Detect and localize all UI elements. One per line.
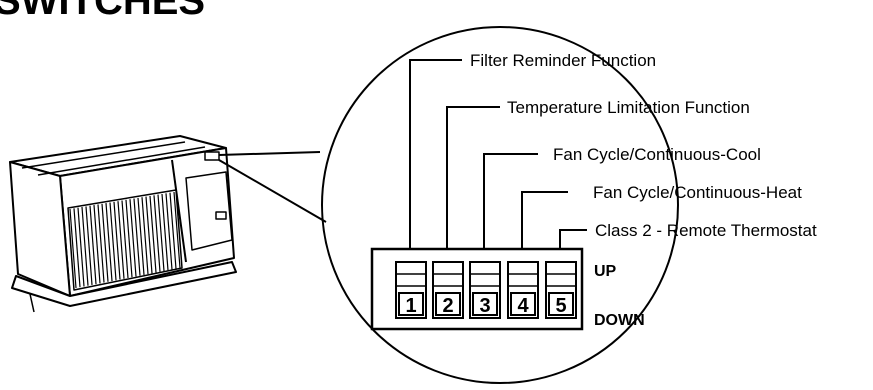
dip-switch-actuator: [510, 292, 536, 316]
label-filter-reminder: Filter Reminder Function: [470, 51, 656, 70]
dip-switch-actuator: [398, 292, 424, 316]
label-fan-cycle-cool: Fan Cycle/Continuous-Cool: [553, 145, 761, 164]
grille-slat: [141, 197, 149, 275]
dip-switch-number: 3: [479, 295, 490, 317]
grille-slat: [89, 205, 97, 285]
grille-slat: [81, 206, 89, 286]
label-up: UP: [594, 263, 617, 280]
grille-slat: [73, 208, 81, 288]
grille-slat: [117, 201, 125, 279]
dip-switch-4[interactable]: 4: [507, 261, 539, 319]
grille-slat: [137, 197, 145, 275]
grille-slat: [105, 203, 113, 282]
grille-slat: [165, 193, 173, 270]
grille-slat: [101, 203, 109, 282]
grille-slat: [97, 204, 105, 283]
dip-switch-2[interactable]: 2: [432, 261, 464, 319]
grille-slat: [133, 198, 141, 276]
label-remote-thermostat: Class 2 - Remote Thermostat: [595, 221, 817, 240]
dip-switch-number: 5: [555, 295, 566, 317]
dip-switch-1[interactable]: 1: [395, 261, 427, 319]
magnifier-leaders: [218, 151, 327, 223]
ac-unit-grille: [69, 191, 181, 289]
grille-slat: [173, 191, 181, 269]
grille-slat: [77, 207, 85, 287]
grille-slat: [109, 202, 117, 281]
label-fan-cycle-heat: Fan Cycle/Continuous-Heat: [593, 183, 802, 202]
label-temperature-limitation: Temperature Limitation Function: [507, 98, 750, 117]
magnifier-circle: [321, 26, 679, 384]
dip-switch-3[interactable]: 3: [469, 261, 501, 319]
dip-switch-actuator: [435, 292, 461, 316]
dip-switch-5[interactable]: 5: [545, 261, 577, 319]
page-title: SWITCHES: [0, 0, 205, 23]
grille-slat: [169, 192, 177, 269]
grille-slat: [149, 195, 157, 273]
grille-slat: [125, 199, 133, 278]
grille-slat: [85, 206, 93, 285]
dip-switch-actuator: [472, 292, 498, 316]
grille-slat: [113, 201, 121, 280]
grille-slat: [145, 196, 153, 274]
grille-slat: [129, 199, 137, 277]
dip-switch-actuator: [548, 292, 574, 316]
ac-unit-illustration: [9, 135, 237, 313]
grille-slat: [93, 205, 101, 284]
grille-slat: [161, 193, 169, 271]
dip-switch-number: 4: [517, 295, 529, 317]
grille-slat: [69, 208, 77, 289]
grille-slat: [157, 194, 165, 272]
callout-leaders: [409, 59, 587, 249]
dip-switch-number: 2: [442, 295, 453, 317]
dip-switch-number: 1: [405, 295, 416, 317]
grille-slat: [153, 195, 161, 272]
grille-slat: [121, 200, 129, 279]
label-down: DOWN: [594, 312, 645, 329]
